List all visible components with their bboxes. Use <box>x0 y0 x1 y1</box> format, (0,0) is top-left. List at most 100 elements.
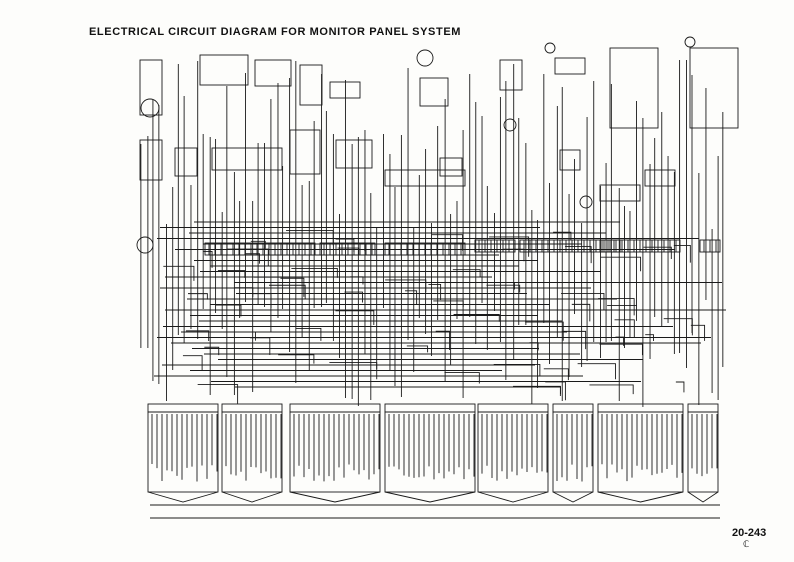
wire-jumper <box>452 269 481 277</box>
wire-jumper <box>607 304 638 321</box>
wire-jumper <box>335 238 355 253</box>
wire-jumper <box>329 362 378 380</box>
wire-jumper <box>486 282 515 290</box>
connector-header <box>687 403 719 413</box>
connector-header <box>289 403 381 413</box>
connector-footer <box>477 491 549 503</box>
wire-jumper <box>244 253 260 264</box>
connector-footer <box>597 491 684 503</box>
connector-footer <box>552 491 594 503</box>
wire-jumper <box>226 248 269 267</box>
wire-jumper <box>433 300 464 308</box>
wire-jumper <box>489 236 530 257</box>
component-block <box>554 57 586 75</box>
wire-jumper <box>525 321 564 341</box>
component-block <box>299 64 323 106</box>
component-block <box>211 147 283 171</box>
wire-jumper <box>444 372 480 384</box>
wire-jumper <box>543 368 569 381</box>
component-block <box>599 184 641 202</box>
wire-jumper <box>577 363 616 380</box>
wire-jumper <box>254 276 303 284</box>
diagram-title: ELECTRICAL CIRCUIT DIAGRAM FOR MONITOR P… <box>89 26 462 38</box>
wire-jumper <box>690 324 706 341</box>
wire-jumper <box>163 265 195 281</box>
component-block <box>139 139 163 181</box>
wire-jumper <box>221 331 256 341</box>
component-block <box>439 157 463 177</box>
component-block <box>335 139 373 169</box>
wire-jumper <box>589 384 634 395</box>
wire-jumper <box>513 385 561 397</box>
component-block <box>384 169 466 187</box>
component-block <box>329 81 361 99</box>
component-block <box>559 149 581 171</box>
terminal-strip <box>319 242 376 256</box>
sensor-symbol <box>579 195 593 209</box>
wire-jumper <box>553 231 572 240</box>
wire-jumper <box>545 381 566 401</box>
connector-footer <box>147 491 219 503</box>
wire-jumper <box>406 345 429 353</box>
wire-jumper <box>615 336 625 346</box>
bottom-connectors <box>147 403 720 519</box>
wire-jumper <box>571 303 591 322</box>
wire-jumper <box>215 304 242 317</box>
connector-body <box>147 411 219 493</box>
wire-jumper <box>234 287 254 298</box>
connector-body <box>687 411 719 493</box>
wire-jumper <box>673 245 691 263</box>
connector-footer <box>289 491 381 503</box>
terminal-strip <box>474 239 516 253</box>
wire-jumper <box>598 298 635 316</box>
wire-jumper <box>344 291 363 303</box>
wire-jumper <box>250 240 266 249</box>
terminal-strip <box>519 239 621 253</box>
sensor-symbol <box>416 49 434 67</box>
wire-jumper <box>486 284 521 293</box>
component-block <box>499 59 523 91</box>
connector-body <box>384 411 476 493</box>
wire-jumper <box>197 384 239 404</box>
connector-footer <box>687 491 719 503</box>
wire-jumper <box>337 247 360 256</box>
page-number: 20-243 <box>732 527 767 539</box>
circuit-components <box>136 36 739 256</box>
sensor-symbol <box>684 36 696 48</box>
wire-jumper <box>204 346 220 356</box>
wire-jumper <box>600 256 642 272</box>
wire-jumper <box>280 277 305 297</box>
page-mark: ℂ <box>743 540 750 550</box>
sensor-symbol <box>503 118 517 132</box>
wire-jumper <box>552 386 561 394</box>
connector-body <box>289 411 381 493</box>
terminal-strip <box>204 242 316 256</box>
wire-jumper <box>565 246 592 264</box>
component-block <box>199 54 249 86</box>
wire-jumper <box>428 283 442 301</box>
wire-jumper <box>269 284 306 300</box>
wire-jumper <box>643 246 672 260</box>
component-block <box>419 77 449 107</box>
component-block <box>644 169 676 187</box>
wire-jumper <box>675 381 685 393</box>
connector-body <box>221 411 283 493</box>
wiring-lines <box>140 60 726 407</box>
wire-jumper <box>663 318 693 336</box>
wire-jumper <box>385 279 427 293</box>
wire-jumper <box>614 319 635 338</box>
wire-jumper <box>252 293 272 308</box>
connector-header <box>221 403 283 413</box>
wire-jumper <box>453 314 500 322</box>
connector-body <box>477 411 549 493</box>
sensor-symbol <box>544 42 556 54</box>
component-block <box>289 129 321 175</box>
connector-header <box>147 403 219 413</box>
connector-header <box>477 403 549 413</box>
component-block <box>139 59 163 116</box>
connector-header <box>597 403 684 413</box>
wire-jumper <box>286 230 334 246</box>
component-block <box>609 47 659 129</box>
